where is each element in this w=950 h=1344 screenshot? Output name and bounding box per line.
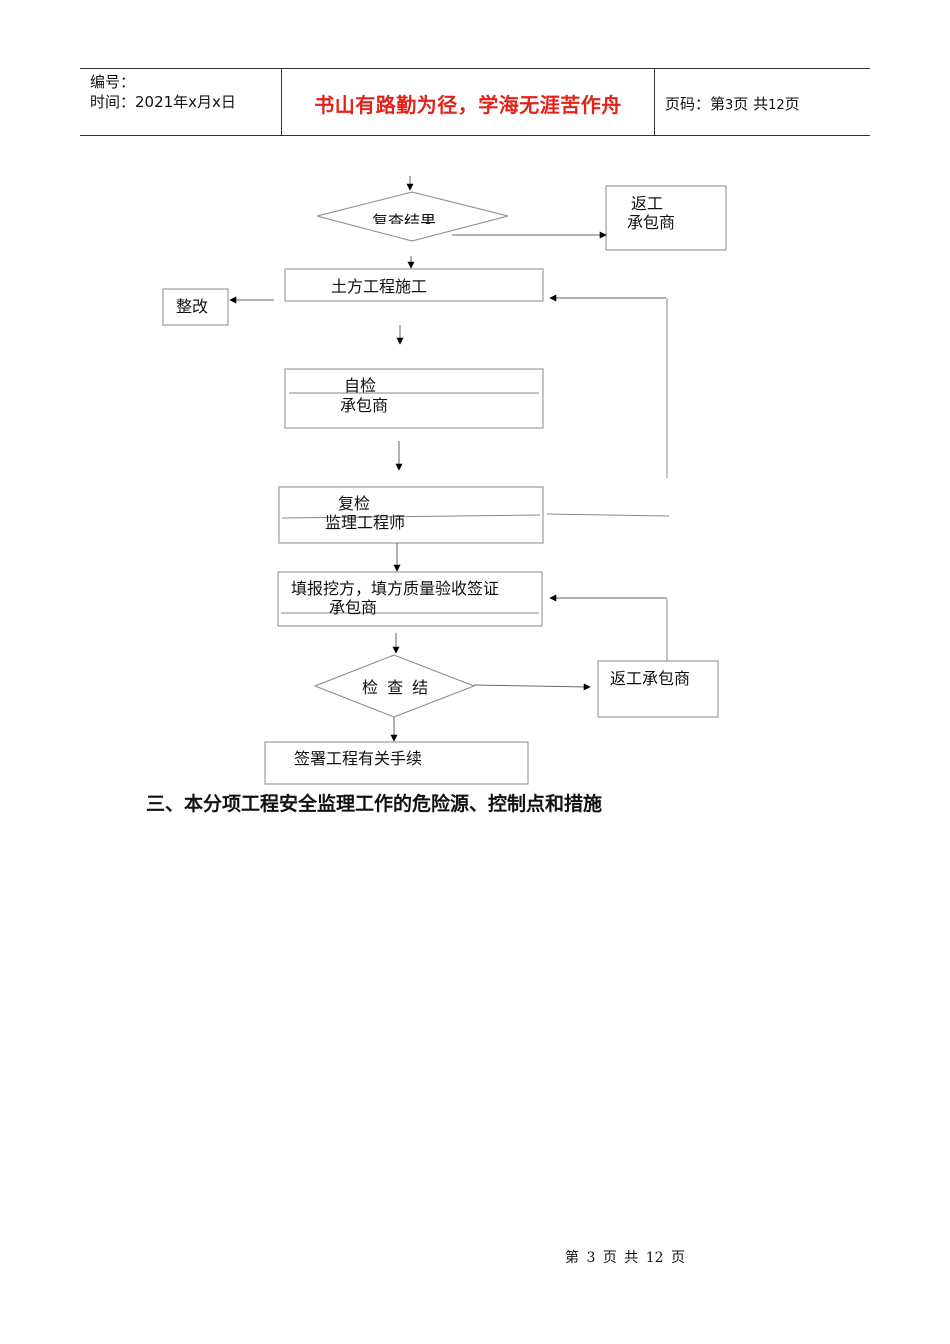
decision-check bbox=[313, 654, 476, 718]
box-recheck bbox=[278, 486, 544, 544]
box-self-check bbox=[284, 368, 544, 429]
rectify-label: 整改 bbox=[176, 297, 209, 316]
header-top-rule bbox=[80, 68, 870, 69]
header-bottom-rule bbox=[80, 135, 870, 136]
rework-top-line1: 返工 bbox=[631, 194, 664, 213]
decision-recheck bbox=[316, 191, 509, 242]
box-rework-top bbox=[605, 185, 727, 251]
header-page-total: 12 bbox=[768, 98, 785, 113]
recheck-line1: 复检 bbox=[338, 494, 371, 513]
document-time-label: 时间：2021年x月x日 bbox=[90, 93, 236, 111]
header-meta: 编号： 时间：2021年x月x日 bbox=[90, 72, 236, 112]
section-title: 三、本分项工程安全监理工作的危险源、控制点和措施 bbox=[146, 793, 603, 815]
box-rectify bbox=[162, 288, 229, 326]
header-divider bbox=[654, 69, 655, 136]
fill-report-line2: 承包商 bbox=[329, 598, 378, 617]
self-check-line1: 自检 bbox=[344, 376, 377, 395]
earthwork-label: 土方工程施工 bbox=[331, 277, 428, 296]
header-page-indicator: 页码：第3页 共12页 bbox=[665, 95, 800, 113]
decision-check-label: 检 查 结 bbox=[362, 678, 429, 697]
footer-page-current: 3 bbox=[586, 1250, 596, 1266]
rework-bottom-label: 返工承包商 bbox=[610, 669, 691, 688]
fill-report-line1: 填报挖方，填方质量验收签证 bbox=[291, 579, 500, 598]
box-rework-bottom bbox=[597, 660, 719, 718]
footer-page-indicator: 第 3 页 共 12 页 bbox=[565, 1250, 686, 1266]
box-sign-off bbox=[264, 741, 529, 785]
document-number-label: 编号： bbox=[90, 73, 136, 91]
recheck-line2: 监理工程师 bbox=[325, 513, 406, 532]
rework-top-line2: 承包商 bbox=[627, 213, 676, 232]
decision-recheck-label: 复查结果 bbox=[372, 212, 437, 224]
header-page-current: 3 bbox=[725, 98, 734, 113]
header-motto: 书山有路勤为径，学海无涯苦作舟 bbox=[314, 93, 622, 117]
footer-page-total: 12 bbox=[645, 1250, 664, 1266]
box-earthwork bbox=[284, 268, 544, 302]
box-fill-report bbox=[277, 571, 543, 627]
sign-off-label: 签署工程有关手续 bbox=[294, 749, 423, 768]
header-divider bbox=[281, 69, 282, 136]
self-check-line2: 承包商 bbox=[340, 396, 389, 415]
